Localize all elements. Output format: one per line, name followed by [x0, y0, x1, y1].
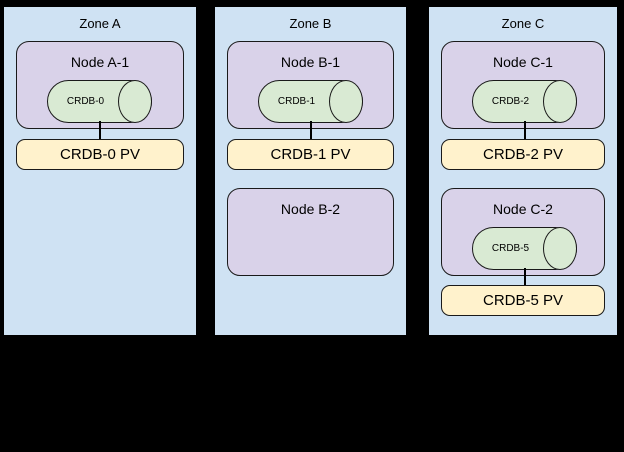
cylinder-end-cap-icon	[329, 80, 363, 123]
zone-c-title: Zone C	[501, 16, 545, 31]
zone-a: Zone A Node A-1 CRDB-0 CRDB-0 PV	[2, 5, 198, 337]
pv-crdb-2-label: CRDB-2 PV	[482, 146, 564, 163]
cylinder-end-cap-icon	[543, 227, 577, 270]
zone-b-title: Zone B	[289, 16, 332, 31]
pod-crdb-0-cylinder: CRDB-0	[47, 80, 152, 123]
zone-b: Zone B Node B-1 CRDB-1 CRDB-1 PV Node B-…	[213, 5, 408, 337]
node-c-1-label: Node C-1	[493, 54, 553, 70]
pv-crdb-0-label: CRDB-0 PV	[59, 146, 141, 163]
node-b-1: Node B-1 CRDB-1	[227, 41, 394, 129]
node-b-2-label: Node B-2	[280, 201, 341, 217]
pod-crdb-0-label: CRDB-0	[66, 96, 105, 107]
node-b-2: Node B-2	[227, 188, 394, 276]
zone-a-title: Zone A	[79, 16, 121, 31]
node-b-1-label: Node B-1	[280, 54, 341, 70]
pod-to-pv-connector	[524, 121, 526, 139]
pod-to-pv-connector	[99, 121, 101, 139]
node-a-1: Node A-1 CRDB-0	[16, 41, 184, 129]
cylinder-end-cap-icon	[118, 80, 152, 123]
node-c-2: Node C-2 CRDB-5	[441, 188, 605, 276]
pod-crdb-2-label: CRDB-2	[491, 96, 530, 107]
zone-c: Zone C Node C-1 CRDB-2 CRDB-2 PV Node C-…	[427, 5, 619, 337]
pod-crdb-1-label: CRDB-1	[277, 96, 316, 107]
pv-crdb-5: CRDB-5 PV	[441, 285, 605, 316]
pod-crdb-1-cylinder: CRDB-1	[258, 80, 363, 123]
pv-crdb-0: CRDB-0 PV	[16, 139, 184, 170]
pod-crdb-2-cylinder: CRDB-2	[472, 80, 577, 123]
pod-crdb-5-cylinder: CRDB-5	[472, 227, 577, 270]
pod-to-pv-connector	[310, 121, 312, 139]
node-a-1-label: Node A-1	[70, 54, 130, 70]
pv-crdb-1: CRDB-1 PV	[227, 139, 394, 170]
node-c-1: Node C-1 CRDB-2	[441, 41, 605, 129]
pod-crdb-5-label: CRDB-5	[491, 243, 530, 254]
cylinder-end-cap-icon	[543, 80, 577, 123]
pv-crdb-1-label: CRDB-1 PV	[270, 146, 351, 163]
pod-to-pv-connector	[524, 268, 526, 285]
pv-crdb-2: CRDB-2 PV	[441, 139, 605, 170]
node-c-2-label: Node C-2	[493, 201, 553, 217]
pv-crdb-5-label: CRDB-5 PV	[482, 292, 564, 309]
